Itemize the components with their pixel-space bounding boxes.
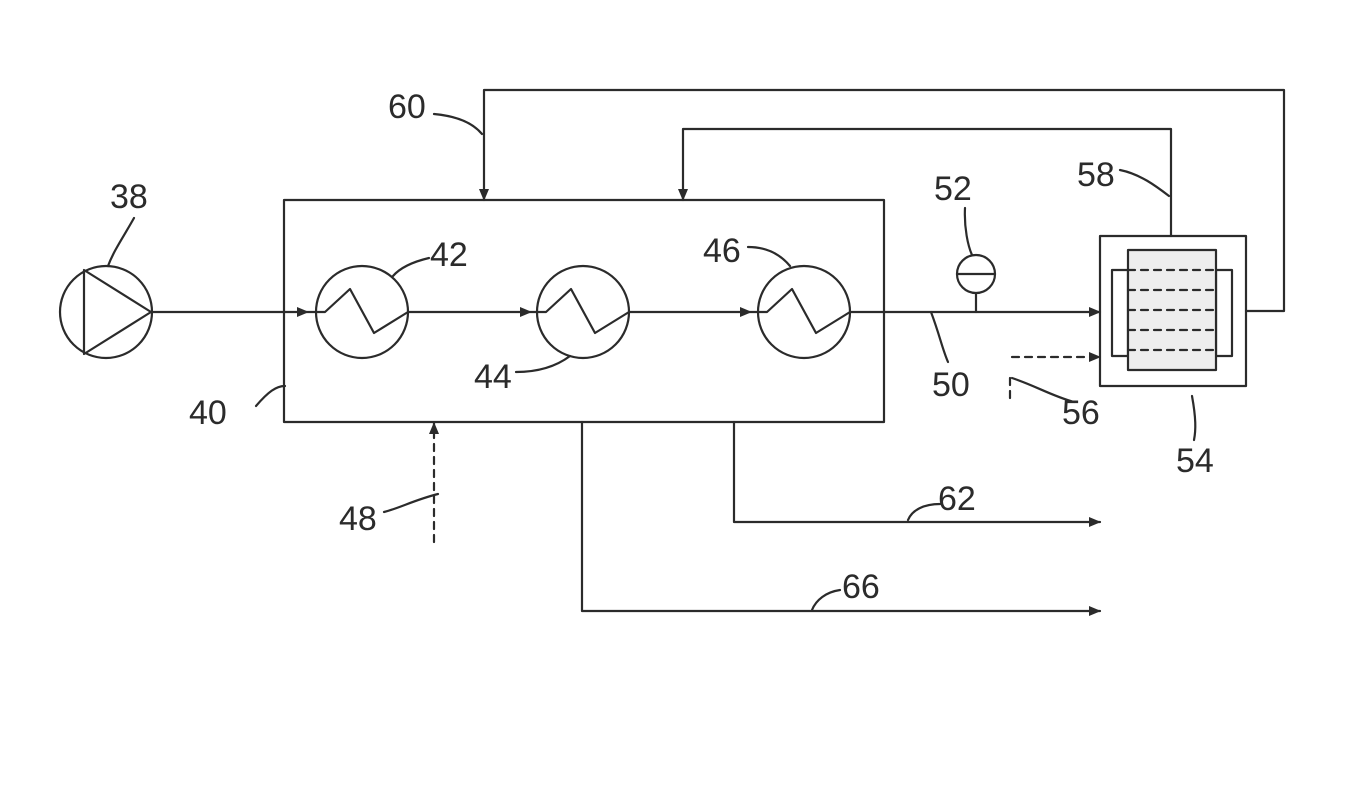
label-38: 38 [110, 178, 148, 216]
heat-exchanger-46-icon [758, 266, 850, 358]
label-66: 66 [842, 568, 880, 606]
label-62: 62 [938, 480, 976, 518]
sensor-icon [957, 255, 995, 312]
leader-lines [108, 114, 1195, 610]
label-60: 60 [388, 88, 426, 126]
label-54: 54 [1176, 442, 1214, 480]
label-52: 52 [934, 170, 972, 208]
label-46: 46 [703, 232, 741, 270]
label-50: 50 [932, 366, 970, 404]
heat-exchanger-42-icon [316, 266, 408, 358]
label-48: 48 [339, 500, 377, 538]
label-40: 40 [189, 394, 227, 432]
label-56: 56 [1062, 394, 1100, 432]
outlet-66 [582, 422, 1100, 611]
pump-icon [60, 266, 152, 358]
outlet-62 [734, 422, 1100, 522]
stack-54-icon [1100, 236, 1246, 386]
heat-exchanger-44-icon [537, 266, 629, 358]
label-42: 42 [430, 236, 468, 274]
label-58: 58 [1077, 156, 1115, 194]
label-44: 44 [474, 358, 512, 396]
